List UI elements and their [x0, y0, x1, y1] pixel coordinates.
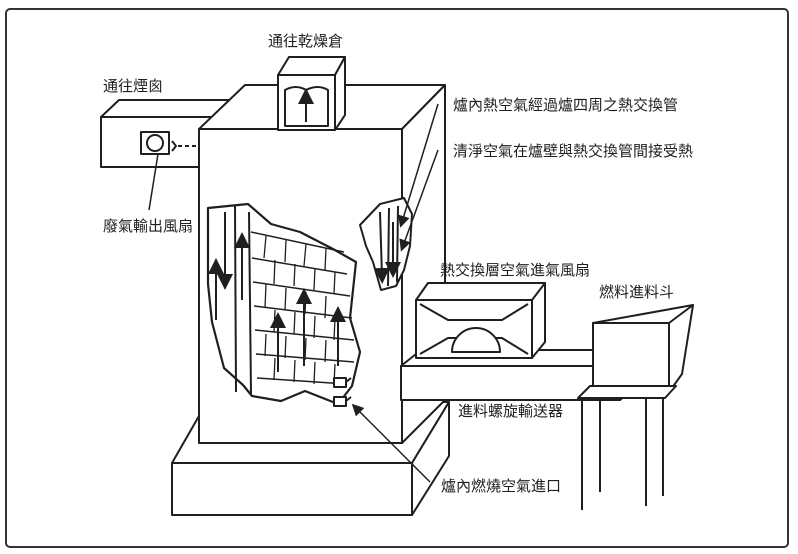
label-to-dryer: 通往乾燥倉 [268, 32, 343, 50]
leader-lines [148, 103, 439, 483]
label-combustion-air-inlet: 爐內燃燒空氣進口 [441, 477, 561, 495]
label-screw-conveyor: 進料螺旋輸送器 [458, 402, 563, 420]
exchanger-fan [415, 282, 546, 359]
figure-frame [5, 8, 789, 548]
label-clean-air-heated: 清淨空氣在爐壁與熱交換管間接受熱 [453, 142, 693, 160]
combustion-air-inlets [333, 377, 352, 407]
fuel-hopper [577, 304, 694, 510]
front-cutaway [206, 202, 362, 406]
label-exchanger-air-fan: 熱交換層空氣進氣風扇 [440, 261, 590, 279]
label-fuel-hopper: 燃料進料斗 [599, 283, 674, 301]
label-hot-air-exchanger: 爐內熱空氣經過爐四周之熱交換管 [453, 96, 678, 114]
dryer-duct [277, 56, 346, 131]
label-to-chimney: 通往煙囪 [103, 77, 163, 95]
fan-icon [451, 327, 501, 353]
label-exhaust-fan: 廢氣輸出風扇 [103, 217, 193, 235]
